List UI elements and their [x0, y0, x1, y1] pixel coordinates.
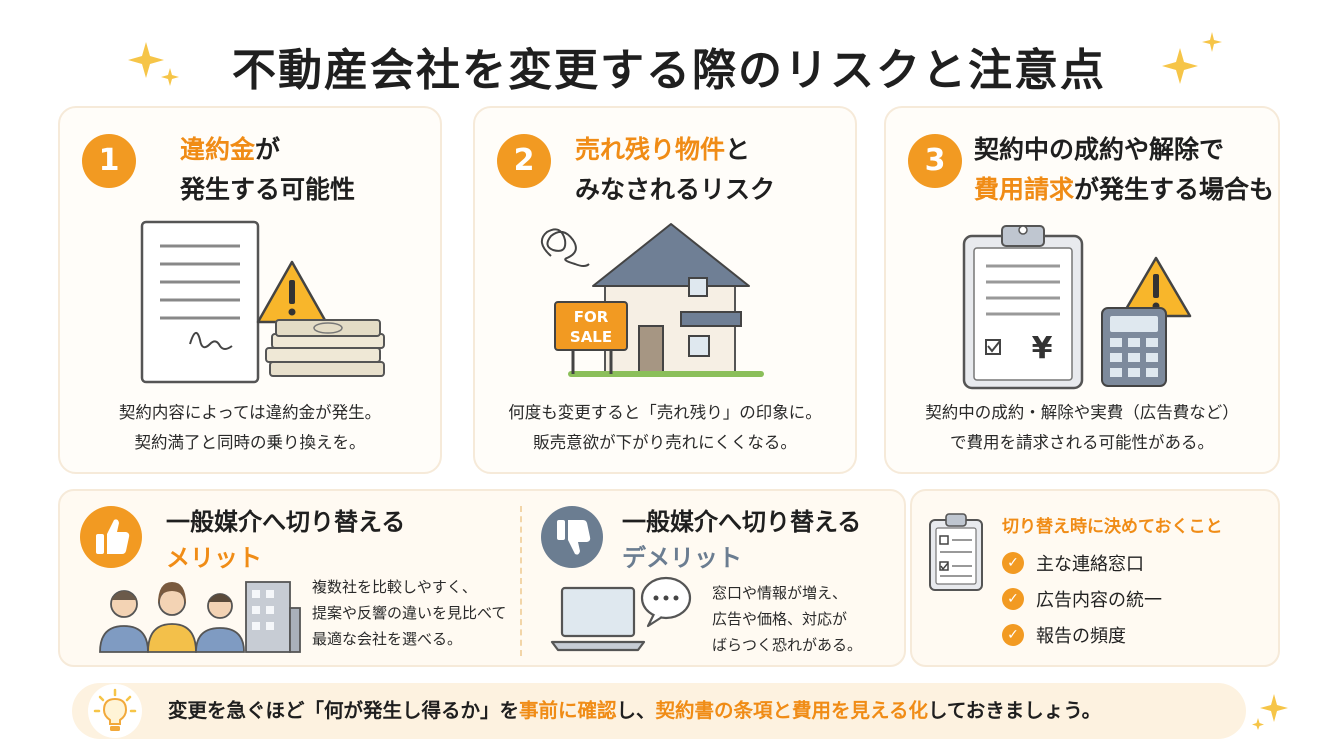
risk-card-unsold: 2 売れ残り物件と みなされるリスク FOR SALE 何度も変更すると「売れ残…	[473, 106, 857, 474]
person-icon	[147, 582, 197, 653]
page-title: 不動産会社を変更する際のリスクと注意点	[232, 45, 1106, 96]
sign-text-sale: SALE	[570, 328, 612, 346]
number-badge: 3	[908, 134, 962, 188]
clipboard-checklist-icon	[929, 513, 983, 591]
calculator-icon	[1101, 307, 1167, 387]
demerit-heading: 一般媒介へ切り替える デメリット	[622, 508, 862, 572]
tip-text: 変更を急ぐほど「何が発生し得るか」を事前に確認し、契約書の条項と費用を見える化し…	[168, 699, 1102, 722]
sparkle-icon-bottom	[1252, 694, 1288, 730]
title-row: 不動産会社を変更する際のリスクと注意点	[0, 18, 1338, 98]
house-icon	[568, 223, 764, 377]
heading-line1: 契約中の成約や解除で	[974, 135, 1225, 164]
clipboard-calculator-illustration: ¥	[962, 225, 1192, 390]
sparkle-icon-left	[128, 42, 179, 86]
check-icon: ✓	[1002, 588, 1024, 610]
house-for-sale-illustration: FOR SALE	[540, 223, 764, 377]
person-icon	[99, 590, 149, 653]
sparkle-icon-right	[1162, 32, 1222, 84]
yen-icon: ¥	[1032, 331, 1053, 366]
number-badge: 2	[497, 134, 551, 188]
people-building-illustration	[99, 581, 301, 653]
card-heading: 売れ残り物件と みなされるリスク	[575, 130, 775, 210]
card-heading: 違約金が 発生する可能性	[180, 130, 355, 210]
sign-text-for: FOR	[574, 308, 609, 326]
person-icon	[195, 593, 245, 653]
laptop-chat-illustration	[550, 576, 692, 652]
heading-highlight: 売れ残り物件	[575, 135, 726, 164]
heading-text: と	[725, 135, 751, 164]
checklist-item: ✓ 報告の頻度	[1002, 620, 1126, 650]
heading-line2: 発生する可能性	[180, 175, 356, 204]
demerit-text: 窓口や情報が増え、 広告や価格、対応が ばらつく恐れがある。	[712, 584, 863, 654]
building-icon	[245, 581, 301, 653]
checklist-title: 切り替え時に決めておくこと	[1002, 517, 1223, 537]
checklist-item: ✓ 広告内容の統一	[1002, 584, 1162, 614]
swirl-icon	[540, 228, 590, 267]
cash-stack-icon	[265, 319, 385, 377]
chat-bubble-icon	[640, 576, 692, 628]
risk-card-fee-claim: 3 契約中の成約や解除で 費用請求が発生する場合も ¥	[884, 106, 1280, 474]
heading-highlight: 違約金	[180, 135, 256, 164]
for-sale-sign-icon: FOR SALE	[554, 301, 628, 374]
thumbs-down-icon	[541, 506, 603, 568]
thumbs-up-icon	[80, 506, 142, 568]
lightbulb-icon	[88, 684, 142, 738]
laptop-icon	[550, 586, 646, 652]
heading-line2: みなされるリスク	[575, 175, 776, 204]
risk-card-penalty: 1 違約金が 発生する可能性 契約内容によっては違約金が発生。 契約	[58, 106, 442, 474]
merit-text: 複数社を比較しやすく、 提案や反響の違いを見比べて 最適な会社を選べる。	[312, 578, 507, 648]
merit-heading: 一般媒介へ切り替える メリット	[166, 508, 406, 572]
contract-money-illustration	[140, 220, 385, 384]
checklist-item: ✓ 主な連絡窓口	[1002, 548, 1144, 578]
contract-document-icon	[140, 220, 260, 384]
heading-text: が	[255, 135, 281, 164]
tip-bar	[72, 683, 1246, 739]
check-icon: ✓	[1002, 552, 1024, 574]
clipboard-icon: ¥	[962, 225, 1084, 390]
warning-icon	[256, 260, 328, 324]
number-badge: 1	[82, 134, 136, 188]
check-icon: ✓	[1002, 624, 1024, 646]
card-description: 契約中の成約・解除や実費（広告費など） で費用を請求される可能性がある。	[925, 403, 1239, 452]
heading-highlight: 費用請求	[974, 175, 1075, 204]
card-heading: 契約中の成約や解除で 費用請求が発生する場合も	[974, 130, 1274, 210]
card-description: 契約内容によっては違約金が発生。 契約満了と同時の乗り換えを。	[118, 403, 382, 452]
heading-text: が発生する場合も	[1074, 175, 1275, 204]
card-description: 何度も変更すると「売れ残り」の印象に。 販売意欲が下がり売れにくくなる。	[508, 403, 822, 452]
panel-divider	[520, 506, 522, 656]
